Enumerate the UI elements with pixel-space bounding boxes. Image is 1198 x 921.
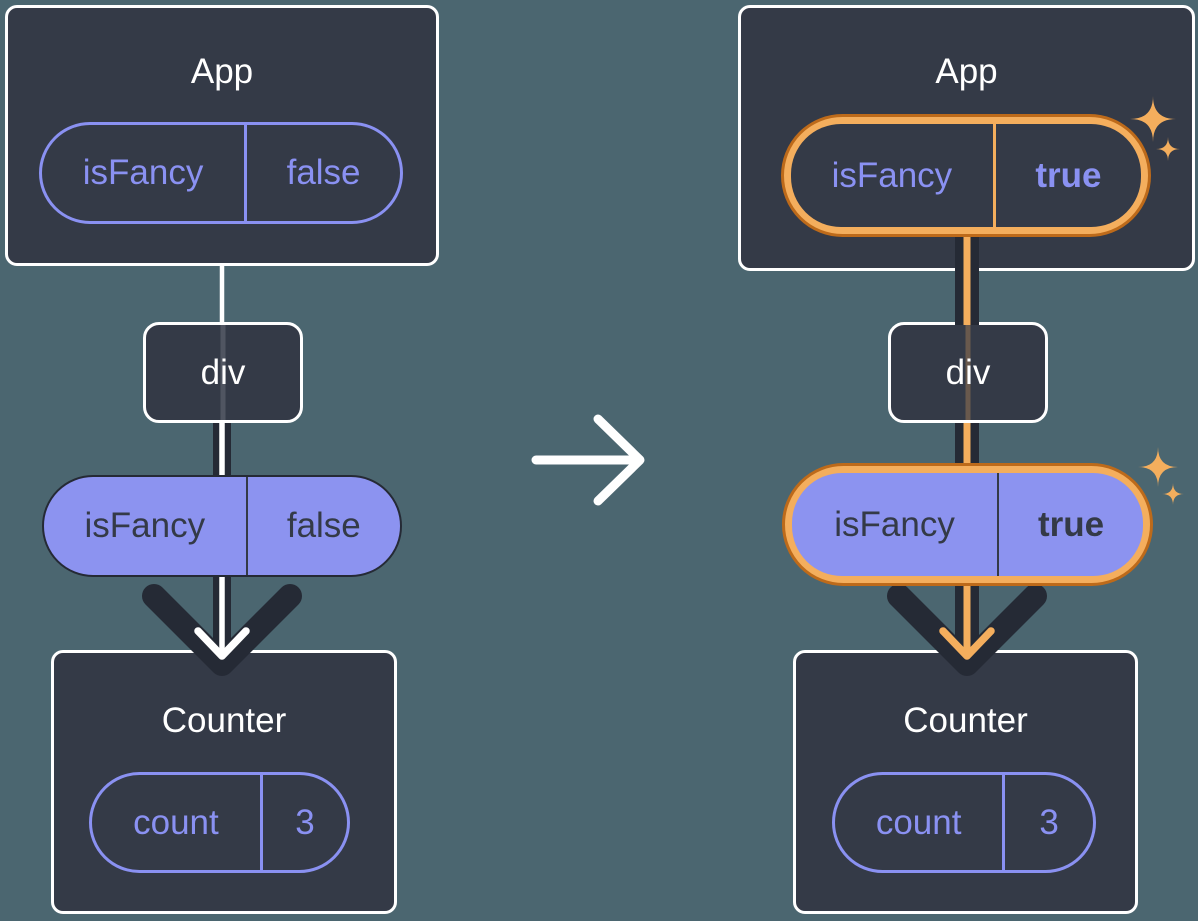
component-title: App: [935, 52, 998, 91]
component-title: Counter: [161, 701, 287, 740]
prop-value: false: [286, 153, 361, 192]
pass-through-line: [965, 325, 971, 420]
state-name: count: [835, 775, 1006, 870]
after-counter-card: Counter count 3: [793, 650, 1138, 914]
transition-right-arrow-icon: [531, 414, 645, 506]
passed-prop-pill: isFancy false: [42, 475, 402, 577]
before-counter-card: Counter count 3: [51, 650, 397, 914]
prop-value: true: [1037, 504, 1105, 544]
state-value: 3: [1039, 802, 1059, 842]
prop-value: false: [286, 506, 361, 545]
state-value: 3: [295, 802, 315, 842]
prop-name: isFancy: [792, 473, 1000, 576]
after-div-card: div: [888, 322, 1048, 423]
component-title: App: [190, 52, 254, 91]
component-title: Counter: [903, 701, 1028, 740]
highlighted-state-pill: isFancy true: [781, 114, 1151, 237]
prop-name: isFancy: [44, 477, 248, 575]
prop-value: true: [1035, 155, 1102, 195]
state-name: count: [92, 775, 263, 870]
highlighted-passed-prop-pill: isFancy true: [782, 463, 1153, 586]
div-node-label: div: [945, 352, 991, 392]
state-pill: count 3: [89, 772, 350, 873]
state-pill: isFancy false: [39, 122, 403, 224]
state-pill: count 3: [832, 772, 1096, 873]
prop-name: isFancy: [42, 125, 248, 221]
pass-through-line: [220, 325, 226, 420]
after-app-card: App isFancy true: [738, 5, 1195, 271]
div-node-label: div: [200, 352, 246, 392]
prop-name: isFancy: [791, 124, 996, 227]
before-app-card: App isFancy false: [5, 5, 439, 266]
before-div-card: div: [143, 322, 303, 423]
